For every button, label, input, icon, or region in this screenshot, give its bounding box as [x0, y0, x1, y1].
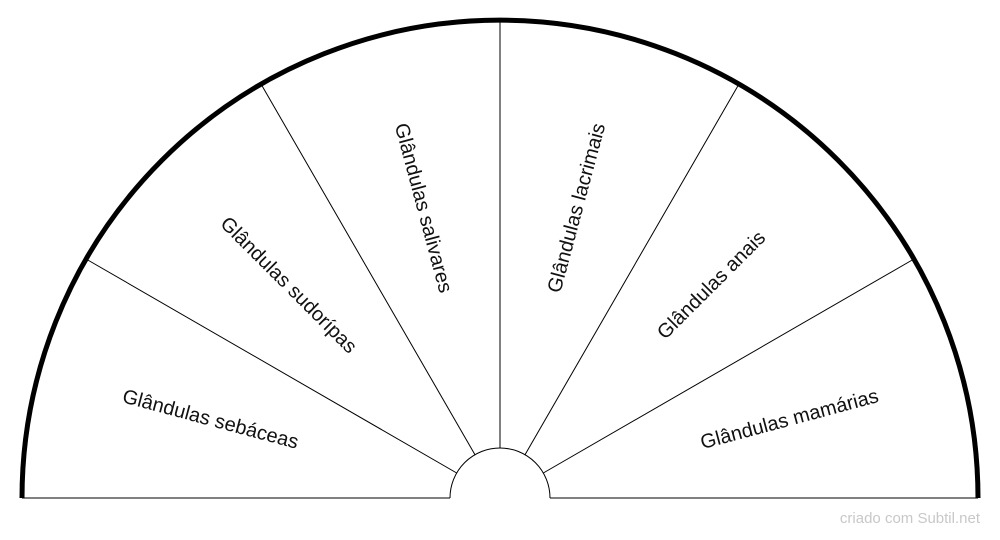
outer-arc — [19, 17, 981, 499]
sector-label-4: Glândulas lacrimais — [544, 121, 610, 295]
sector-label-6: Glândulas mamárias — [698, 385, 881, 454]
inner-arc — [449, 447, 551, 499]
sector-divider — [260, 83, 476, 455]
sector-label-2: Glândulas sudorípas — [216, 213, 361, 358]
sector-label-1: Glândulas sebáceas — [120, 386, 301, 454]
sector-label-3: Glândulas salivares — [390, 121, 456, 295]
sector-label-5: Glândulas anais — [653, 227, 770, 344]
sector-divider — [524, 83, 740, 455]
sector-dividers — [85, 20, 915, 474]
sector-divider — [85, 258, 457, 474]
credit-text: criado com Subtil.net — [839, 510, 980, 527]
sector-divider — [543, 258, 915, 474]
